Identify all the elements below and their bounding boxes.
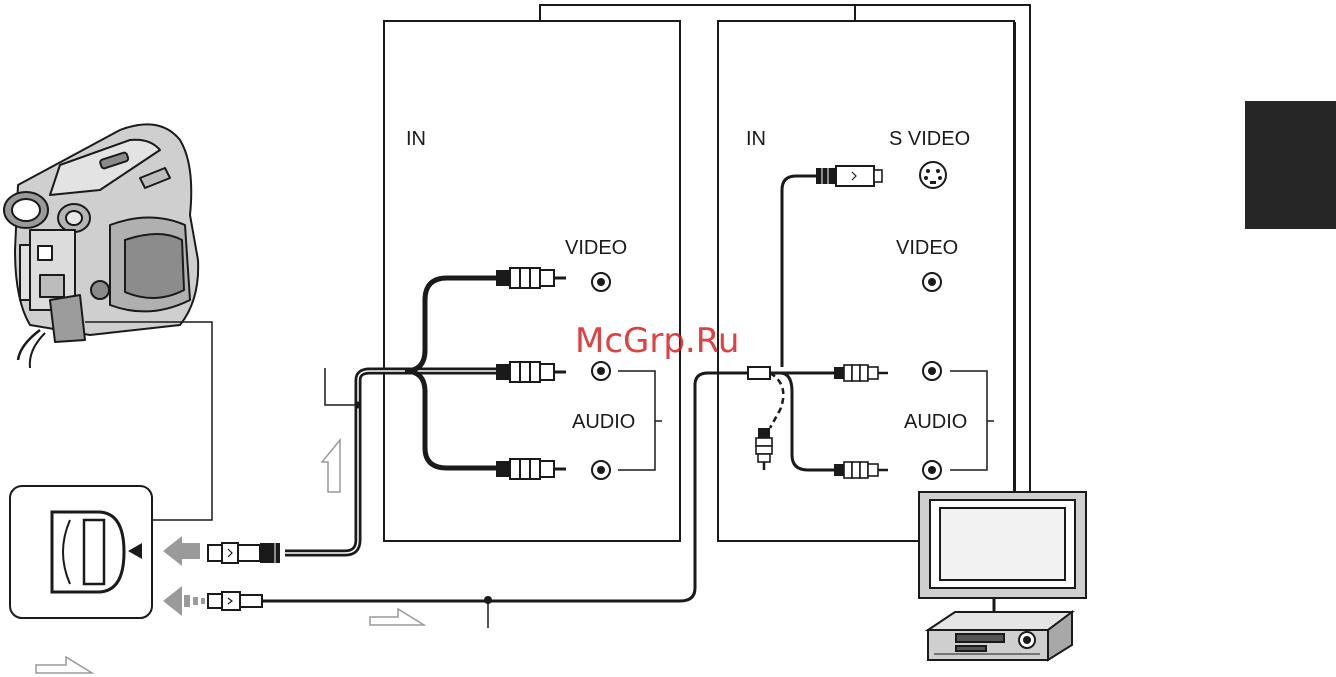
mono-plug-vertical	[756, 428, 772, 470]
panel-right-audio-jack-bottom	[923, 461, 941, 479]
dc-cable	[208, 373, 757, 628]
panel-left-video-label: VIDEO	[565, 237, 627, 259]
svideo-jack-icon	[920, 162, 946, 188]
av-connector-plug	[208, 543, 280, 563]
panel-right-video-jack	[923, 273, 941, 291]
right-arrow-icon	[370, 609, 424, 625]
tv-icon	[919, 492, 1086, 614]
panel-right-audio-jack-top	[923, 362, 941, 380]
panel-left-audio-label: AUDIO	[572, 411, 635, 433]
panel-right-in-label: IN	[746, 128, 766, 150]
camcorder-icon	[4, 124, 198, 368]
vcr-icon	[928, 612, 1072, 660]
panel-left-video-jack	[592, 273, 610, 291]
panel-right-svideo-label: S VIDEO	[889, 128, 970, 150]
panel-left-in-label: IN	[406, 128, 426, 150]
panel-right-video-label: VIDEO	[896, 237, 958, 259]
av-cable	[285, 268, 566, 553]
dotted-arrow-icon	[163, 586, 205, 616]
watermark-text: McGrp.Ru	[575, 321, 739, 361]
section-tab-icon	[1245, 101, 1336, 229]
upward-arrow-icon	[322, 440, 340, 492]
insert-arrow-icon	[163, 536, 200, 566]
panel-right-audio-label: AUDIO	[904, 411, 967, 433]
svideo-cable	[782, 166, 882, 367]
av-cable-callout	[325, 368, 358, 405]
right-arrow-icon-bottom	[36, 657, 92, 673]
av-jack-icon	[10, 486, 152, 618]
panel-left-audio-jack-top	[592, 362, 610, 380]
panel-left-audio-jack-bottom	[592, 461, 610, 479]
